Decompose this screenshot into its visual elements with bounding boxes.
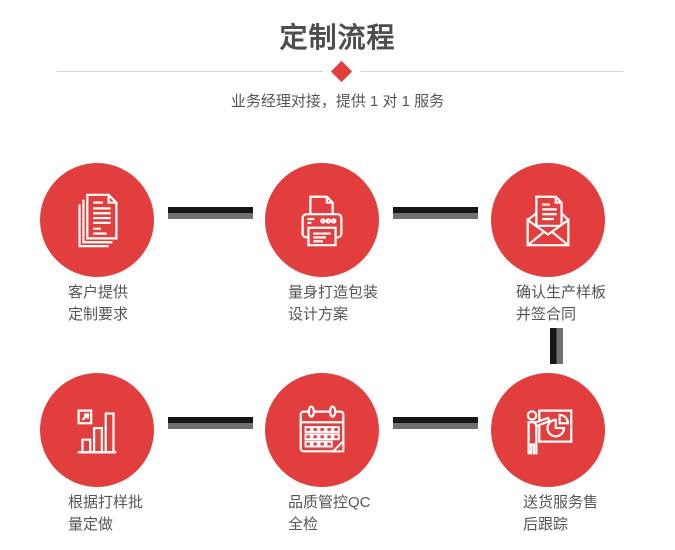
step-circle-3 (491, 163, 605, 277)
bar-chart-icon (77, 409, 117, 454)
diamond-icon (330, 60, 353, 83)
step-label-line: 品质管控QC (288, 494, 371, 511)
connector-step4-step5 (168, 417, 253, 429)
step-circle-5 (265, 373, 379, 487)
step-label-5: 品质管控QC 全检 (288, 492, 371, 536)
step-label-line: 根据打样批 (68, 494, 144, 511)
step-circle-4 (40, 373, 154, 487)
envelope-icon (526, 195, 570, 247)
step-circle-6 (491, 373, 605, 487)
connector-step2-step3 (393, 207, 478, 219)
step-circle-1 (40, 163, 154, 277)
step-label-6: 送货服务售 后跟踪 (523, 492, 598, 536)
step-label-2: 量身打造包装 设计方案 (288, 282, 378, 326)
printer-icon (301, 195, 343, 247)
step-label-line: 送货服务售 (523, 494, 599, 511)
step-label-1: 客户提供 定制要求 (68, 282, 128, 326)
calendar-icon (299, 405, 345, 453)
step-label-line: 设计方案 (288, 306, 349, 323)
step-label-line: 量定做 (68, 516, 114, 533)
page-title: 定制流程 (279, 22, 396, 53)
documents-icon (78, 193, 118, 248)
step-circle-2 (265, 163, 379, 277)
step-label-3: 确认生产样板 并签合同 (516, 282, 606, 326)
step-label-line: 量身打造包装 (288, 284, 379, 301)
step-label-line: 后跟踪 (523, 516, 569, 533)
step-label-line: 定制要求 (68, 306, 129, 323)
presentation-icon (526, 409, 573, 455)
connector-step3-step6 (550, 328, 563, 364)
step-label-4: 根据打样批 量定做 (68, 492, 143, 536)
step-label-line: 并签合同 (516, 306, 577, 323)
page-subtitle: 业务经理对接，提供 1 对 1 服务 (230, 93, 445, 110)
connector-step1-step2 (168, 207, 253, 219)
step-label-line: 确认生产样板 (516, 284, 607, 301)
step-label-line: 全检 (288, 516, 319, 533)
step-label-line: 客户提供 (68, 284, 129, 301)
connector-step5-step6 (393, 417, 478, 429)
